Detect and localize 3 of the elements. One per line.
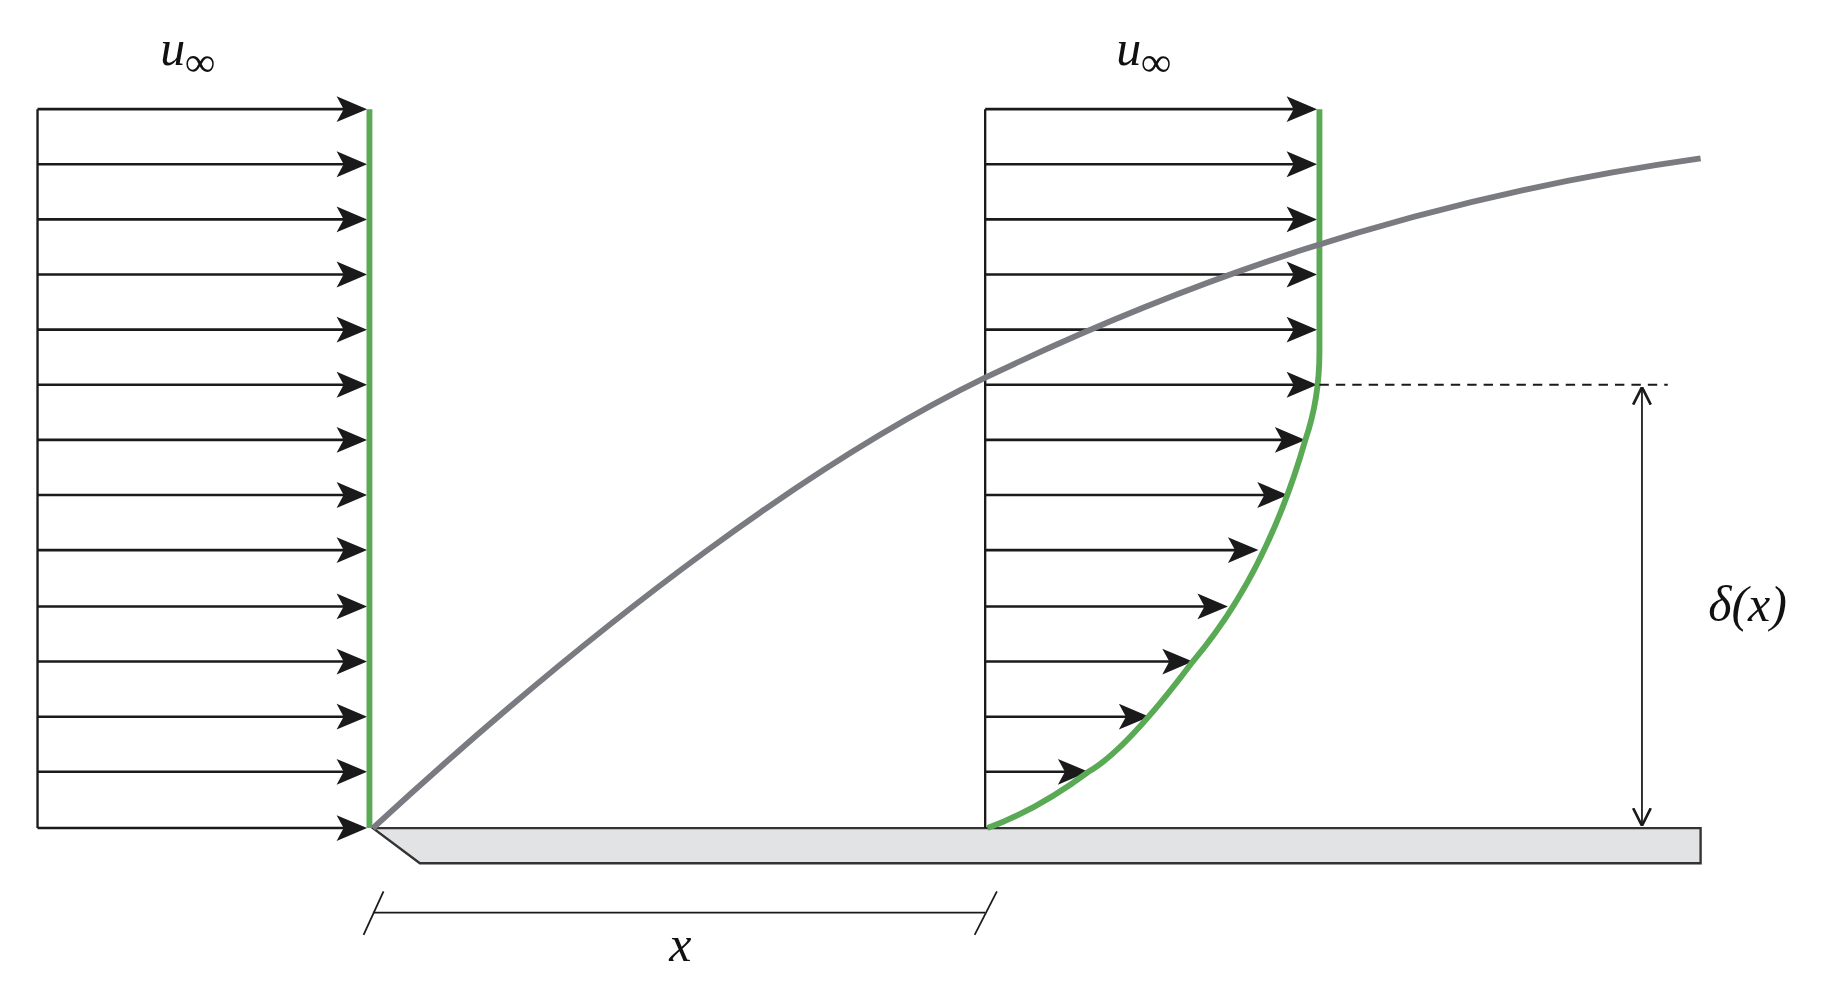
distance-label: x xyxy=(669,919,692,970)
velocity-label: u$_{∞}$ xyxy=(160,22,215,84)
velocity-label: u$_{∞}$ xyxy=(1116,22,1171,84)
